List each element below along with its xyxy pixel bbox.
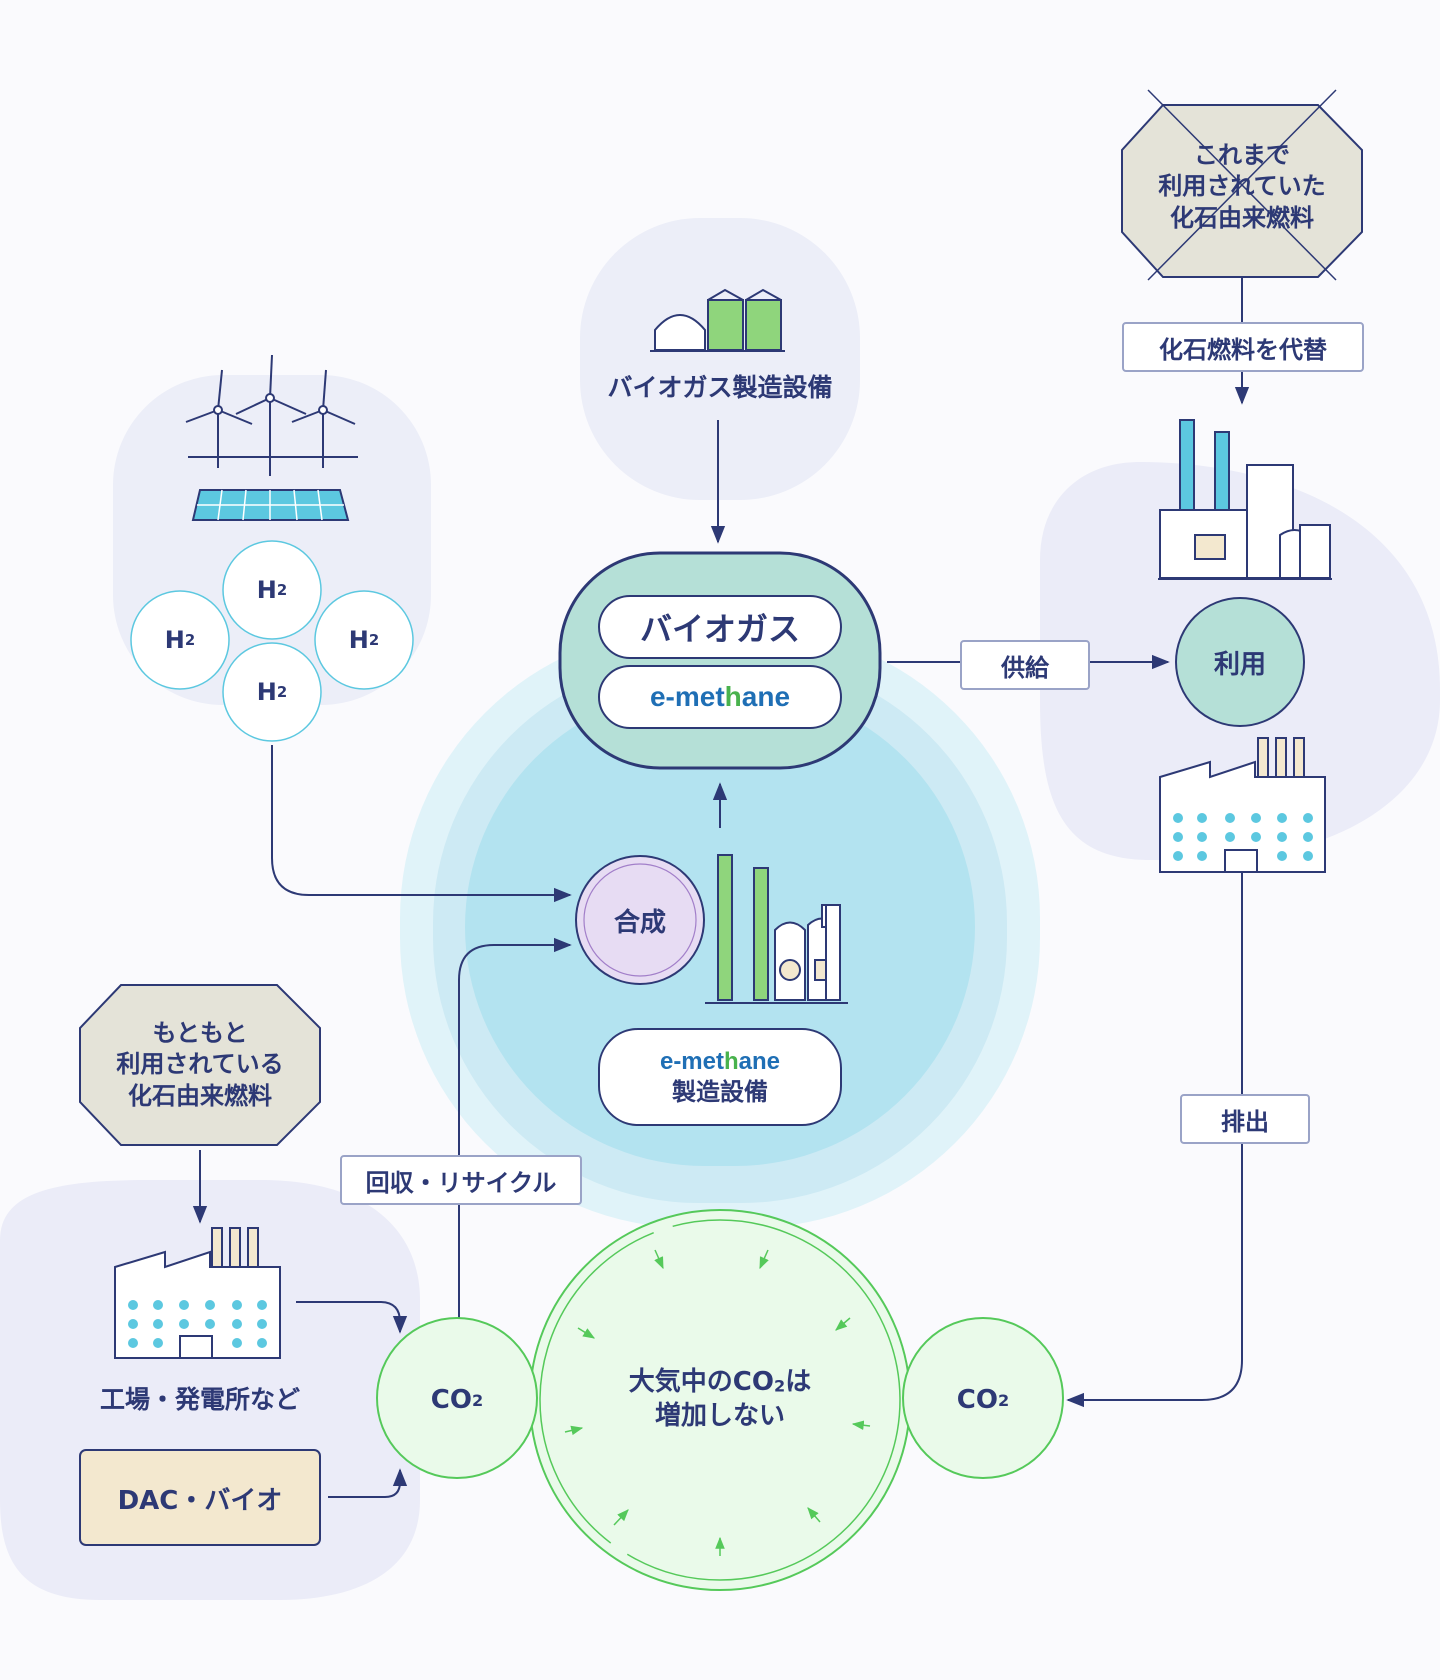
dac-bio-label: DAC・バイオ [117,1485,283,1516]
dac-bio-box [79,1449,321,1546]
supply-tag: 供給 [960,640,1090,690]
biogas-plant-label: バイオガス製造設備 [607,373,833,402]
cross-out-icon [1147,89,1337,281]
factory-label: 工場・発電所など [99,1385,300,1414]
refinery-icon [1158,419,1332,580]
hydrogen-circles [130,540,414,742]
atmosphere-text: 大気中のCO2は 増加しない [628,1367,812,1431]
chemical-plant-icon [705,854,848,1004]
biogas-area [580,218,860,500]
gas-tank-icon [650,288,785,352]
factory-windows [128,1300,267,1348]
biogas-pill: バイオガス [598,595,842,659]
usage-circle [1175,597,1305,727]
emethane-logo: e-methane [659,1047,781,1075]
synthesis-ring [583,863,697,977]
emethane-plant-pill: e-methane 製造設備 [598,1028,842,1126]
factory-icon [114,1227,281,1359]
recycle-tag: 回収・リサイクル [340,1155,582,1205]
fossil-replaced-text: これまで 利用されていた 化石由来燃料 [1158,141,1326,232]
co2-left-circle [376,1317,538,1479]
atmosphere-inner-ring [539,1219,901,1581]
synthesis-label: 合成 [613,907,666,938]
plant-label: 製造設備 [672,1078,768,1106]
fossil-existing-octagon [79,984,321,1146]
emission-tag: 排出 [1180,1094,1310,1144]
co2-right-circle [902,1317,1064,1479]
inward-arrows [564,1249,871,1556]
fossil-replaced-octagon [1121,104,1363,278]
use-label: 利用 [1213,649,1266,680]
factory-windows [1173,813,1313,861]
output-capsule [558,551,882,770]
solar-panel-icon [191,489,350,521]
replace-fossil-tag: 化石燃料を代替 [1122,322,1364,372]
wind-turbine-icon [185,354,358,476]
synthesis-circle [575,855,705,985]
fossil-existing-text: もともと 利用されている 化石由来燃料 [116,1019,284,1110]
factory-icon [1159,737,1326,873]
